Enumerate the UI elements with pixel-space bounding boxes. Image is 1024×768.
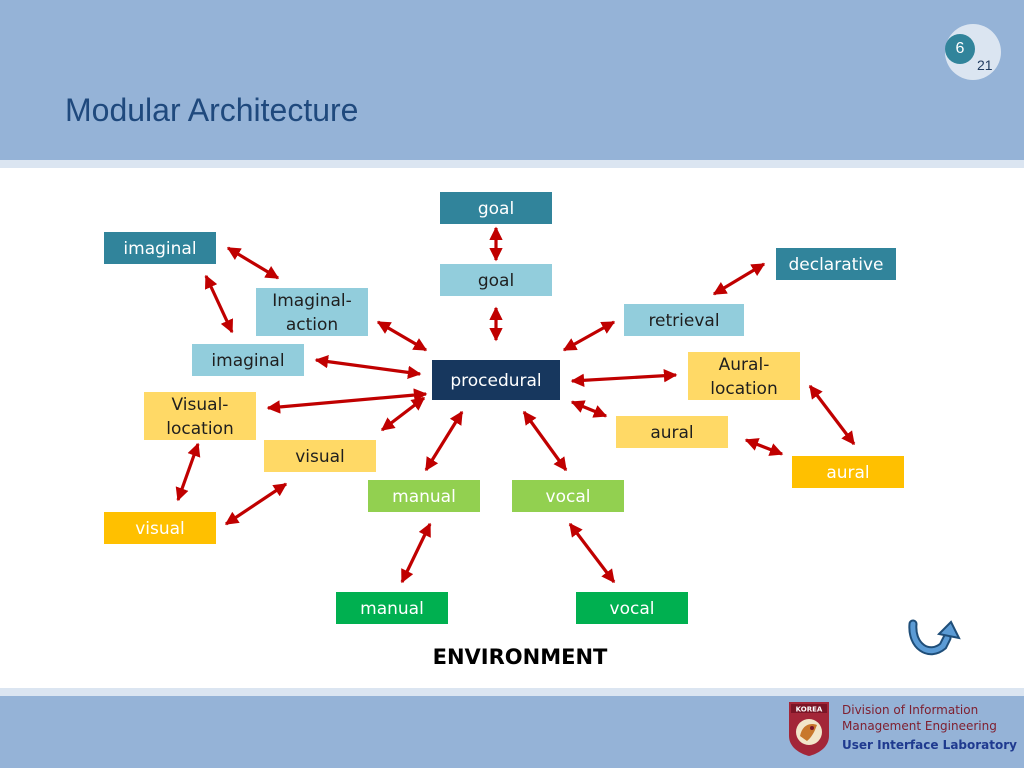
arrow-visual-location-visual-module [175,442,201,502]
node-aural-module: aural [792,456,904,488]
header-divider [0,160,1024,168]
node-box [688,352,800,400]
node-label: goal [478,199,514,219]
node-label: imaginal [211,351,284,371]
node-imaginal: imaginal [192,344,304,376]
node-box [104,512,216,544]
node-box [624,304,744,336]
node-manual-module: manual [336,592,448,624]
korea-university-logo: KOREA [789,702,829,756]
node-box [432,360,560,400]
arrow-imaginal-top-imaginal [204,274,234,334]
node-goal-top: goal [440,192,552,224]
node-retrieval: retrieval [624,304,744,336]
node-procedural: procedural [432,360,560,400]
arrow-aural-location-aural-module [808,384,856,446]
node-label: visual [135,519,185,539]
node-label: vocal [610,599,655,619]
node-manual-buffer: manual [368,480,480,512]
node-label: location [710,379,777,399]
node-label: procedural [450,371,541,391]
node-box [792,456,904,488]
arrow-procedural-visual-buffer [380,396,426,432]
page-current-number: 6 [945,34,975,64]
node-label: Imaginal- [272,291,352,311]
node-label: visual [295,447,345,467]
node-label: retrieval [648,311,719,331]
node-box [256,288,368,336]
department-line-2: Management Engineering [842,719,997,733]
department-line-1: Division of Information [842,703,979,717]
node-label: location [166,419,233,439]
node-goal: goal [440,264,552,296]
node-box [440,192,552,224]
node-label: goal [478,271,514,291]
arrow-procedural-vocal-buffer [522,410,568,472]
arrow-manual-buffer-manual-module [400,522,432,584]
node-label: imaginal [123,239,196,259]
node-visual-buffer: visual [264,440,376,472]
arrow-vocal-buffer-vocal-module [568,522,616,584]
arrow-imaginal-top-imaginal-action [226,246,280,280]
header-band [0,0,1024,160]
slide-title: Modular Architecture [65,92,359,128]
lab-name: User Interface Laboratory [842,738,1017,752]
arrow-imaginal-procedural [314,354,422,380]
node-imaginal-action: Imaginal-action [256,288,368,336]
node-label: action [286,315,338,335]
node-box [336,592,448,624]
node-vocal-module: vocal [576,592,688,624]
footer-divider [0,688,1024,696]
node-box [144,392,256,440]
node-box [192,344,304,376]
footer-band [0,696,1024,768]
node-aural-location: Aural-location [688,352,800,400]
arrow-visual-buffer-visual-module [224,482,288,526]
arrow-procedural-aural-location [570,368,678,388]
arrow-procedural-visual-location [266,388,428,414]
arrow-declarative-retrieval [712,262,766,296]
environment-label: ENVIRONMENT [432,645,608,669]
node-box [104,232,216,264]
node-label: vocal [546,487,591,507]
node-declarative: declarative [776,248,896,280]
page-total-number: 21 [977,57,993,73]
node-box [440,264,552,296]
arrow-imaginal-action-procedural [376,320,428,352]
node-box [264,440,376,472]
arrow-procedural-aural-buffer [570,400,608,418]
footer-text: Division of Information Management Engin… [842,702,1017,752]
node-label: Visual- [172,395,229,415]
node-label: declarative [788,255,883,275]
node-box [616,416,728,448]
node-imaginal-top: imaginal [104,232,216,264]
node-label: aural [650,423,693,443]
node-box [576,592,688,624]
node-label: manual [392,487,456,507]
node-label: Aural- [719,355,770,375]
arrow-retrieval-procedural [562,320,616,352]
logo-wordmark: KOREA [796,706,823,714]
arrow-aural-buffer-aural-module [744,438,784,456]
u-turn-arrow-icon[interactable] [905,616,963,660]
node-vocal-buffer: vocal [512,480,624,512]
arrow-procedural-manual-buffer [424,410,464,472]
node-box [512,480,624,512]
node-label: aural [826,463,869,483]
node-label: manual [360,599,424,619]
node-box [368,480,480,512]
node-box [776,248,896,280]
node-visual-module: visual [104,512,216,544]
node-visual-location: Visual-location [144,392,256,440]
node-aural-buffer: aural [616,416,728,448]
